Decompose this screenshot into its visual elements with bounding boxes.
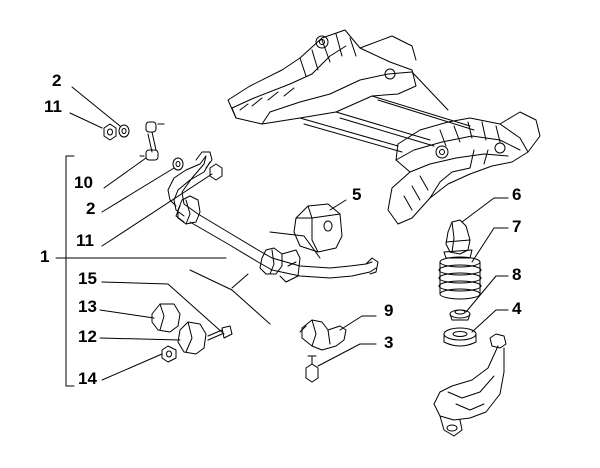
spring-7-drawing <box>438 256 482 300</box>
callout-4: 4 <box>512 299 522 318</box>
callout-10: 10 <box>74 173 93 192</box>
callout-15: 15 <box>78 269 97 288</box>
callout-12: 12 <box>78 327 97 346</box>
bracket-9-drawing <box>299 319 347 383</box>
pad-4-drawing <box>443 327 477 347</box>
control-arm-drawing <box>433 333 507 437</box>
callout-5: 5 <box>352 185 362 204</box>
callout-6: 6 <box>512 185 522 204</box>
callout-11-mid: 11 <box>76 231 94 250</box>
bump-stop-6-drawing <box>443 219 473 259</box>
callout-14: 14 <box>78 369 97 388</box>
callout-11-top: 11 <box>44 97 62 116</box>
link-rod-drawing <box>103 121 223 181</box>
subframe-drawing <box>227 29 541 225</box>
callout-9: 9 <box>384 301 394 320</box>
stabilizer-bar-drawing <box>167 151 379 325</box>
callout-2-top: 2 <box>52 71 62 90</box>
callout-2-mid: 2 <box>86 199 96 218</box>
callout-3: 3 <box>384 333 394 352</box>
lower-bushing-drawing <box>151 303 233 363</box>
callout-8: 8 <box>512 265 522 284</box>
bushing-5-drawing <box>293 203 343 253</box>
callout-7: 7 <box>512 217 522 236</box>
callout-1: 1 <box>40 247 50 266</box>
seat-8-drawing <box>449 309 471 321</box>
leader-lines <box>55 86 509 387</box>
callout-13: 13 <box>78 297 97 316</box>
